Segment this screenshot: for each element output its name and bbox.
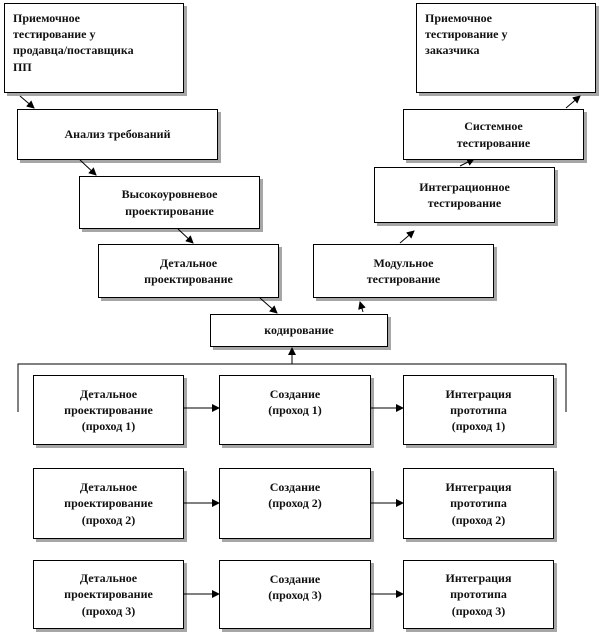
arrow-detailed-to-coding xyxy=(259,297,278,314)
detailed-design-box: Детальное проектирование xyxy=(98,244,279,298)
arrow-module-to-integration xyxy=(399,230,415,244)
pass2-build-label: Создание (проход 2) xyxy=(268,480,322,511)
requirements-analysis-label: Анализ требований xyxy=(64,127,171,142)
requirements-analysis-box: Анализ требований xyxy=(17,109,218,160)
pass1-integration-box: Интеграция прототипа (проход 1) xyxy=(403,375,554,445)
pass2-integration-box: Интеграция прототипа (проход 2) xyxy=(403,468,554,539)
integration-testing-box: Интеграционное тестирование xyxy=(374,167,555,223)
pass3-design-label: Детальное проектирование (проход 3) xyxy=(64,571,153,618)
pass3-build-label: Создание (проход 3) xyxy=(268,572,322,603)
acceptance-vendor-box: Приемочное тестирование у продавца/поста… xyxy=(4,3,184,93)
pass3-design-box: Детальное проектирование (проход 3) xyxy=(33,560,184,629)
pass2-build-box: Создание (проход 2) xyxy=(219,468,371,539)
arrow-highlevel-to-detailed xyxy=(177,228,194,244)
coding-label: кодирование xyxy=(264,323,334,338)
arrow-coding-to-module xyxy=(358,301,366,313)
acceptance-vendor-label: Приемочное тестирование у продавца/поста… xyxy=(13,11,134,74)
module-testing-box: Модульное тестирование xyxy=(313,244,494,298)
high-level-design-label: Высокоуровневое проектирование xyxy=(121,187,218,218)
pass3-integration-label: Интеграция прототипа (проход 3) xyxy=(445,571,512,618)
pass3-build-box: Создание (проход 3) xyxy=(219,560,371,629)
pass2-integration-label: Интеграция прототипа (проход 2) xyxy=(445,480,512,527)
integration-testing-label: Интеграционное тестирование xyxy=(419,179,510,210)
coding-box: кодирование xyxy=(210,314,388,347)
acceptance-customer-label: Приемочное тестирование у заказчика xyxy=(425,11,508,58)
arrow-acceptance-to-analysis xyxy=(19,95,35,109)
pass1-design-label: Детальное проектирование (проход 1) xyxy=(64,386,153,434)
pass2-design-label: Детальное проектирование (проход 2) xyxy=(64,480,153,527)
pass1-build-box: Создание (проход 1) xyxy=(219,375,371,445)
module-testing-label: Модульное тестирование xyxy=(366,255,441,286)
arrow-analysis-to-highlevel xyxy=(79,159,97,176)
pass1-design-box: Детальное проектирование (проход 1) xyxy=(33,375,184,445)
arrow-system-to-customer xyxy=(565,95,581,109)
system-testing-box: Системное тестирование xyxy=(403,109,584,160)
arrow-integration-to-system xyxy=(459,158,475,167)
pass1-integration-label: Интеграция прототипа (проход 1) xyxy=(445,386,512,434)
pass1-build-label: Создание (проход 1) xyxy=(268,387,322,418)
high-level-design-box: Высокоуровневое проектирование xyxy=(79,176,260,229)
acceptance-customer-box: Приемочное тестирование у заказчика xyxy=(416,3,596,93)
pass3-integration-box: Интеграция прототипа (проход 3) xyxy=(403,560,554,629)
pass2-design-box: Детальное проектирование (проход 2) xyxy=(33,468,184,539)
system-testing-label: Системное тестирование xyxy=(456,119,531,150)
detailed-design-label: Детальное проектирование xyxy=(144,255,233,286)
